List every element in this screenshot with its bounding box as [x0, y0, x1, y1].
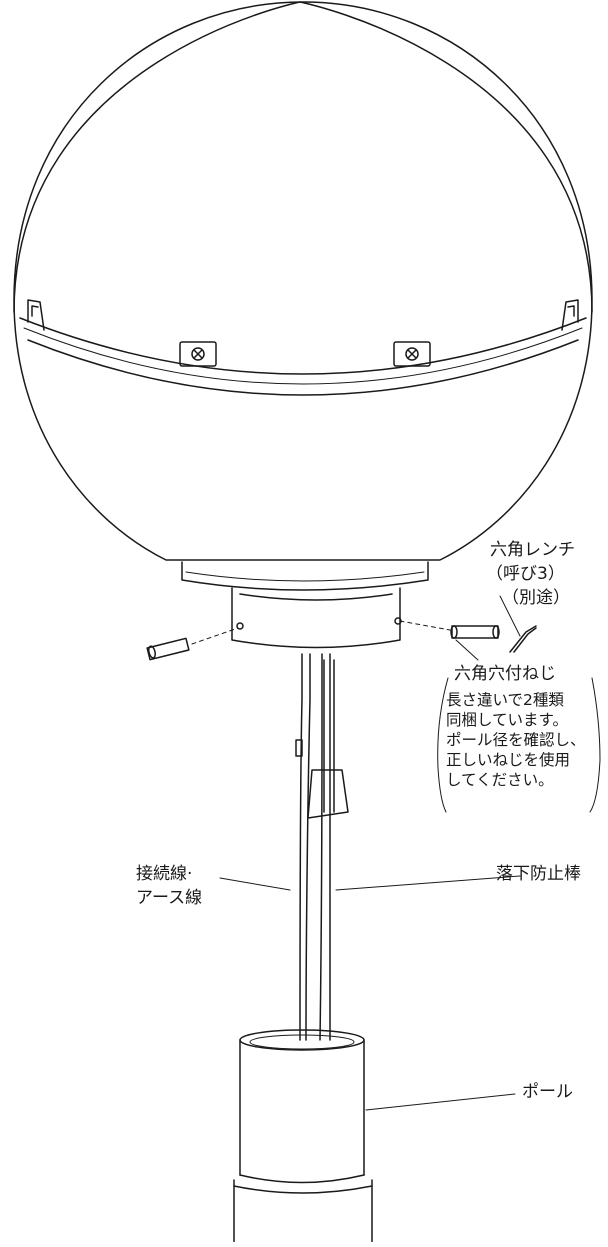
wrench-label-3: （別途） [502, 588, 570, 608]
fall-bar-label: 落下防止棒 [496, 864, 581, 884]
clamp-left [179, 341, 217, 367]
latch-left [27, 299, 45, 331]
note-line-4: 正しいねじを使用 [446, 751, 571, 769]
pole-label: ポール [522, 1082, 573, 1102]
hex-wrench [509, 625, 537, 653]
globe-seam-upper [19, 317, 587, 375]
globe-seam-lower [27, 339, 579, 396]
pole [233, 1029, 373, 1243]
note-line-2: 同梱しています。 [446, 711, 568, 729]
screw-label: 六角穴付ねじ [454, 664, 556, 684]
wire-label-1: 接続線· [136, 864, 193, 884]
clamp-right [393, 341, 431, 367]
wrench-label-2: （呼び3） [486, 564, 565, 584]
hex-screw-right [399, 620, 500, 639]
leader-pole [365, 1093, 516, 1111]
wire-label-2: アース線 [136, 888, 203, 908]
latch-right [561, 299, 579, 331]
note-line-5: してください。 [446, 771, 554, 789]
screw-note: 長さ違いで2種類 同梱しています。 ポール径を確認し、 正しいねじを使用 してく… [446, 690, 586, 790]
note-line-1: 長さ違いで2種類 [446, 691, 564, 709]
note-line-3: ポール径を確認し、 [446, 731, 586, 749]
fall-prevention-bar [295, 659, 349, 819]
globe-neck-ring [181, 561, 429, 591]
hanging-wires [299, 653, 331, 1041]
leader-wire [219, 877, 291, 891]
wrench-label-1: 六角レンチ [490, 540, 575, 560]
hex-screw-left [146, 627, 239, 661]
leader-fall-bar [335, 875, 521, 891]
globe-outline [13, 1, 593, 561]
globe-upper-cover [13, 1, 593, 313]
base-mount [231, 587, 402, 649]
